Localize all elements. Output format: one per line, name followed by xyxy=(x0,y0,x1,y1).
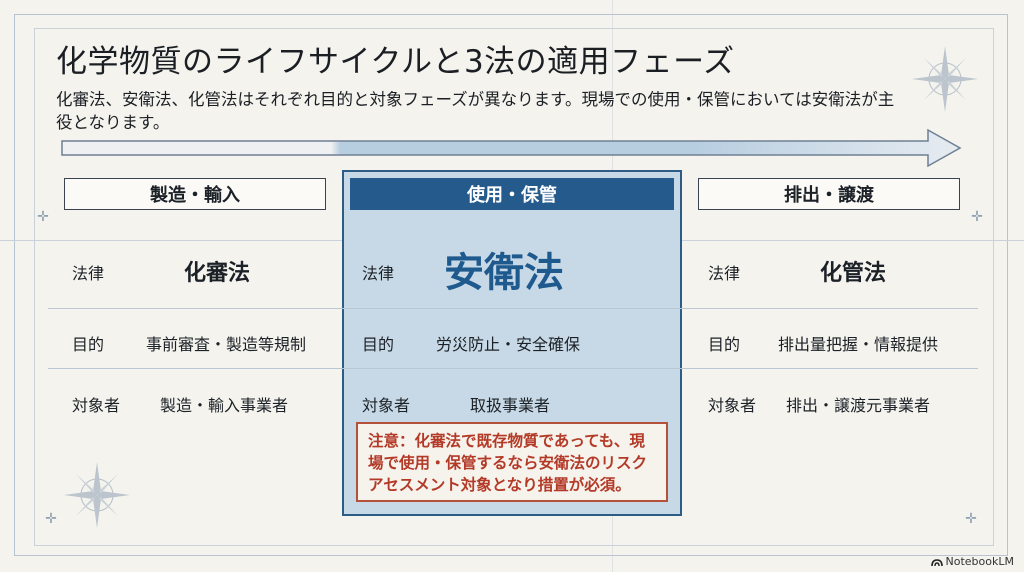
warning-note: 注意：化審法で既存物質であっても、現場で使用・保管するなら安衛法のリスクアセスメ… xyxy=(356,422,668,502)
row-divider xyxy=(48,368,978,369)
purpose-value: 事前審査・製造等規制 xyxy=(146,335,307,354)
crosshair-icon: ✛ xyxy=(37,209,49,225)
brand-label: NotebookLM xyxy=(945,555,1014,568)
compass-rose-icon xyxy=(64,462,130,528)
page-title: 化学物質のライフサイクルと3法の適用フェーズ xyxy=(56,44,735,80)
purpose-label: 目的 xyxy=(72,335,105,354)
row-divider xyxy=(48,308,978,309)
target-value: 製造・輸入事業者 xyxy=(160,396,289,415)
law-label: 法律 xyxy=(362,264,395,283)
target-label: 対象者 xyxy=(708,396,757,415)
purpose-label: 目的 xyxy=(708,335,741,354)
target-value: 取扱事業者 xyxy=(470,396,551,415)
page-subtitle: 化審法、安衛法、化管法はそれぞれ目的と対象フェーズが異なります。現場での使用・保… xyxy=(56,90,895,132)
phase-header-discharge: 排出・譲渡 xyxy=(698,178,960,210)
compass-rose-icon xyxy=(912,46,978,112)
crosshair-icon: ✛ xyxy=(971,209,983,225)
phase-header-manufacture: 製造・輸入 xyxy=(64,178,326,210)
purpose-label: 目的 xyxy=(362,335,395,354)
crosshair-icon: ✛ xyxy=(965,511,977,527)
lifecycle-arrow xyxy=(61,128,962,168)
purpose-value: 排出量把握・情報提供 xyxy=(778,335,939,354)
law-name-aneiho: 安衛法 xyxy=(444,250,564,296)
law-name-kashinho: 化審法 xyxy=(184,261,251,286)
law-name-kakanho: 化管法 xyxy=(820,261,887,286)
brand-watermark: NotebookLM xyxy=(930,555,1014,568)
purpose-value: 労災防止・安全確保 xyxy=(436,335,581,354)
law-label: 法律 xyxy=(708,264,741,283)
law-label: 法律 xyxy=(72,264,105,283)
phase-header-use: 使用・保管 xyxy=(350,178,674,210)
target-value: 排出・譲渡元事業者 xyxy=(786,396,931,415)
notebooklm-logo-icon xyxy=(930,558,943,566)
target-label: 対象者 xyxy=(362,396,411,415)
target-label: 対象者 xyxy=(72,396,121,415)
crosshair-icon: ✛ xyxy=(45,511,57,527)
